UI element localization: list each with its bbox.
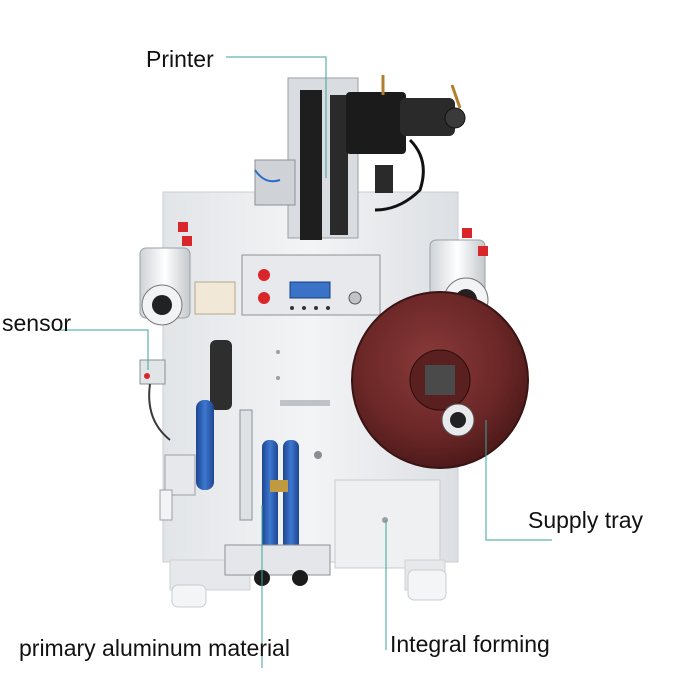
leader-lines [60,56,552,668]
label-primary-aluminum-material: primary aluminum material [19,635,290,661]
leader-line-supply [485,420,552,541]
supply-tray-disc [351,291,529,469]
label-printer: Printer [146,46,214,72]
machine-feet [171,569,447,608]
label-sensor: sensor [2,310,72,336]
control-panel [194,254,381,316]
label-supply-tray: Supply tray [528,507,644,533]
left-unwind-roller [139,222,192,326]
label-integral-forming: Integral forming [390,631,550,657]
leader-line-printer [226,56,327,178]
sensor-unit [139,359,171,441]
leader-line-sensor [60,329,149,370]
printer-unit [254,75,466,240]
applicator-rollers [159,340,331,586]
